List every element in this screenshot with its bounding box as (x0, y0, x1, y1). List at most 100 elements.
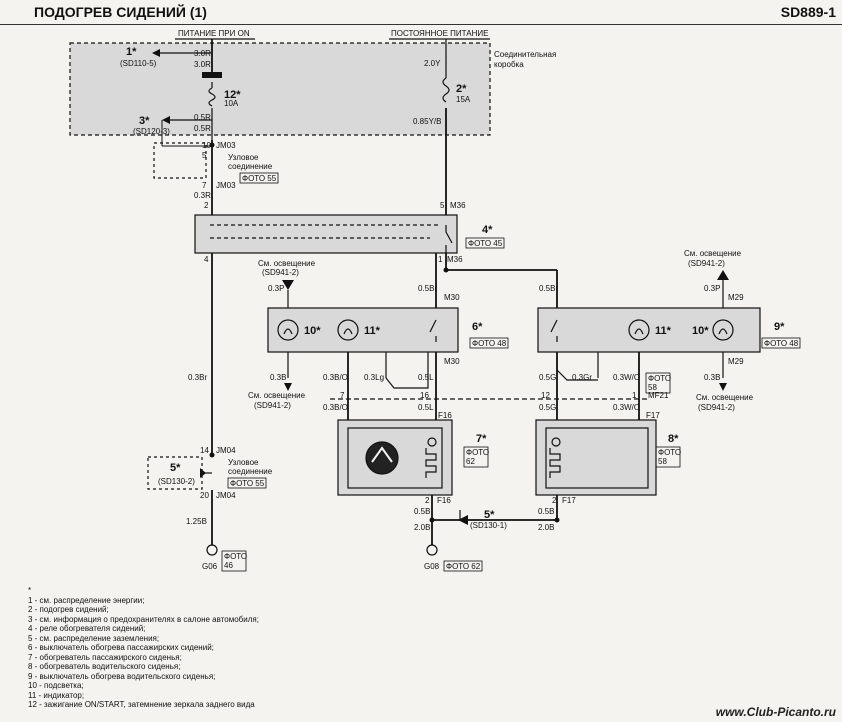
junction-box (69, 42, 491, 136)
arrow-light-l (282, 280, 294, 290)
wire-05B-r: 0.5B (538, 507, 554, 516)
ref-1: 1* (126, 46, 137, 58)
conn-m36: M36 (450, 201, 466, 210)
arrow-1 (152, 49, 160, 57)
photo-62-a: ФОТО (466, 448, 489, 457)
ref-6: 6* (472, 321, 483, 333)
wire-05G-b: 0.5G (539, 403, 556, 412)
pin-20: 20 (200, 491, 209, 500)
wire-30R-a: 3.0R (194, 49, 211, 58)
ref-5-r: 5* (484, 509, 495, 521)
ref-5-l: 5* (170, 462, 181, 474)
pin-4: 4 (204, 255, 209, 264)
legend-item: 7 - обогреватель пассажирского сиденья; (28, 652, 182, 662)
ref-12: 12* (224, 89, 241, 101)
legend-item: 2 - подогрев сидений; (28, 605, 109, 614)
pin-7-mf: 7 (340, 391, 345, 400)
ref-11-r: 11* (655, 325, 672, 337)
wire-05Br-r: 0.5Br (539, 284, 558, 293)
pin-14: 14 (200, 446, 209, 455)
see-light-3: См. освещение (248, 391, 306, 400)
arrow-light-br (719, 383, 727, 391)
wire-03B-l: 0.3B (270, 373, 286, 382)
node-label-a: Узловое (228, 153, 259, 162)
pin-1-mf: 1 (632, 391, 637, 400)
fuse-2-amp: 15A (456, 95, 471, 104)
legend-item: 6 - выключатель обогрева пассажирских си… (28, 643, 214, 652)
photo-55-a: ФОТО 55 (242, 174, 277, 183)
node-tri-5 (200, 468, 206, 478)
legend-item: * (28, 586, 32, 595)
legend-item: 3 - см. информация о предохранителях в с… (28, 614, 259, 624)
conn-jm04-b: JM04 (216, 491, 236, 500)
wire-05Br-l: 0.5Br (418, 284, 437, 293)
wire-05B-l: 0.5B (414, 507, 430, 516)
legend-item: 8 - обогреватель водительского сиденья; (28, 662, 181, 671)
wire-03Br: 0.3Br (188, 373, 207, 382)
photo-48-a: ФОТО 48 (472, 339, 507, 348)
wire-03Gr: 0.3Gr (572, 373, 592, 382)
conn-f16-b: F16 (437, 496, 451, 505)
pin-2-f16: 2 (425, 496, 430, 505)
photo-58-b2: 58 (658, 457, 667, 466)
fuse-12 (208, 87, 216, 107)
photo-48-b: ФОТО 48 (764, 339, 799, 348)
wire-03BO-b: 0.3B/O (323, 403, 348, 412)
photo-45: ФОТО 45 (468, 239, 503, 248)
conn-f16: F16 (438, 411, 452, 420)
legend-item: 1 - см. распределение энергии; (28, 595, 145, 605)
node2-label-a: Узловое (228, 458, 259, 467)
ref-1-code: (SD110-5) (120, 59, 157, 68)
pin-7: 7 (202, 181, 207, 190)
photo-58-b: ФОТО (658, 448, 681, 457)
conn-m29: M29 (728, 293, 744, 302)
conn-mf21: MF21 (648, 391, 669, 400)
legend: * 1 - см. распределение энергии; 2 - под… (28, 586, 259, 710)
photo-58-a: ФОТО (648, 374, 671, 383)
sd941-1: (SD941-2) (262, 268, 299, 277)
wire-03P-r: 0.3P (704, 284, 720, 293)
arrow-5b (458, 515, 468, 525)
wire-05R-a: 0.5R (194, 113, 211, 122)
pin-5-m36: 5 (440, 201, 445, 210)
sd941-2: (SD941-2) (688, 259, 725, 268)
wire-03WO-b: 0.3W/O (613, 403, 640, 412)
fuse-link-1 (202, 72, 222, 78)
wire-05L-b: 0.5L (418, 403, 434, 412)
ref-5-code: (SD130-2) (158, 477, 195, 486)
pin-2-f17: 2 (552, 496, 557, 505)
photo-62-a2: 62 (466, 457, 475, 466)
fuse-12-amp: 10A (224, 99, 239, 108)
pin-16: 16 (420, 391, 429, 400)
conn-jm04: JM04 (216, 446, 236, 455)
conn-f17: F17 (646, 411, 660, 420)
wire-03BO-l: 0.3B/O (323, 373, 348, 382)
conn-jm03: JM03 (216, 141, 236, 150)
arrow-light-r (717, 270, 729, 280)
pin-5: 5 (202, 151, 207, 160)
wire-20B-r: 2.0B (538, 523, 554, 532)
conn-m30-b: M30 (444, 357, 460, 366)
pin-2: 2 (204, 201, 209, 210)
legend-item: 5 - см. распределение заземления; (28, 633, 160, 643)
conn-m29-b: M29 (728, 357, 744, 366)
legend-item: 4 - реле обогревателя сидений; (28, 624, 146, 633)
junction-box-label-1: Соединительная (494, 50, 556, 59)
header-rule (0, 24, 842, 25)
conn-f17-b: F17 (562, 496, 576, 505)
wire-03P-l: 0.3P (268, 284, 284, 293)
ref-7: 7* (476, 433, 487, 445)
node2-label-b: соединение (228, 467, 273, 476)
label-constant-power: ПОСТОЯННОЕ ПИТАНИЕ (391, 29, 489, 38)
see-light-1: См. освещение (258, 259, 316, 268)
see-light-4: См. освещение (696, 393, 754, 402)
page-code: SD889-1 (780, 4, 836, 20)
pin-10: 10 (202, 141, 211, 150)
junction-box-label-2: коробка (494, 60, 524, 69)
wire-03WO: 0.3W/O (613, 373, 640, 382)
ref-10-l: 10* (304, 325, 321, 337)
conn-g08: G08 (424, 562, 440, 571)
pin-12: 12 (541, 391, 550, 400)
